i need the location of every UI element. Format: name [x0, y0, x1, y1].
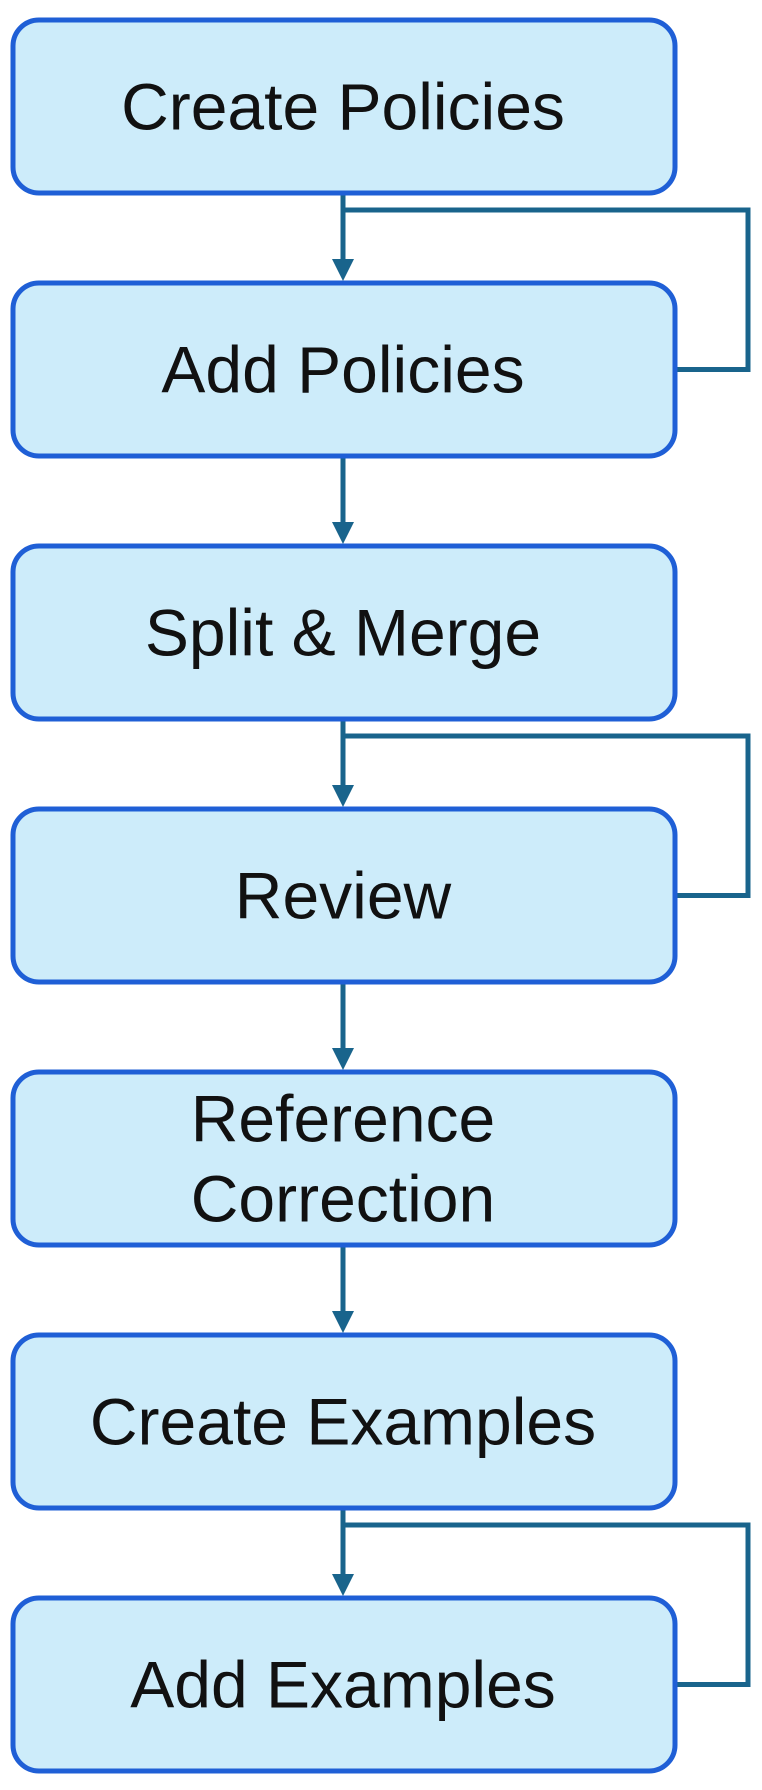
step-node: Add Examples: [10, 1595, 678, 1774]
step-box: [10, 543, 678, 722]
step-box: [10, 806, 678, 985]
step-node: Add Policies: [10, 280, 678, 459]
step-box: [10, 17, 678, 196]
step-label: Split & Merge: [145, 596, 541, 670]
flow-arrowhead: [332, 522, 354, 544]
feedback-loop-line: [343, 1522, 751, 1687]
step-label: Add Examples: [130, 1648, 556, 1722]
step-label: Reference: [191, 1082, 496, 1156]
connectors: [332, 193, 751, 1687]
step-label: Create Examples: [90, 1385, 596, 1459]
flow-arrowhead: [332, 1048, 354, 1070]
flow-arrowhead: [332, 785, 354, 807]
step-box: [10, 1332, 678, 1511]
step-node: Review: [10, 806, 678, 985]
flow-arrowhead: [332, 1574, 354, 1596]
step-label: Create Policies: [121, 70, 565, 144]
feedback-loop-line: [343, 733, 751, 898]
step-box: [10, 280, 678, 459]
flow-arrowhead: [332, 259, 354, 281]
step-box: [10, 1069, 678, 1248]
flow-arrowhead: [332, 1311, 354, 1333]
step-node: Split & Merge: [10, 543, 678, 722]
feedback-loop-line: [343, 207, 751, 372]
step-node: Create Policies: [10, 17, 678, 196]
step-label: Correction: [191, 1162, 495, 1236]
step-label: Add Policies: [161, 333, 524, 407]
step-label: Review: [235, 859, 452, 933]
step-box: [10, 1595, 678, 1774]
step-node: Create Examples: [10, 1332, 678, 1511]
